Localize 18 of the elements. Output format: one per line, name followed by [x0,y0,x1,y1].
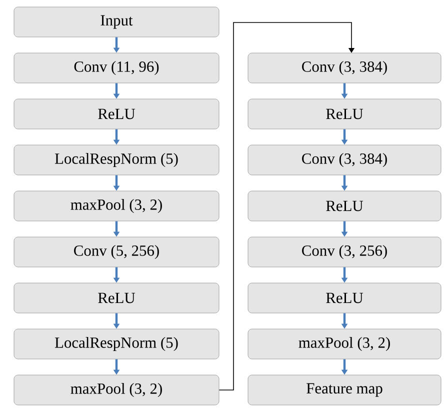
layer-box: ReLU [14,282,220,314]
layer-box: Conv (3, 384) [248,52,442,84]
layer-box: Conv (11, 96) [14,52,220,84]
layer-box: ReLU [248,98,442,130]
layer-box: Feature map [248,374,442,406]
layer-box: maxPool (3, 2) [14,374,220,406]
layer-box: Conv (3, 256) [248,236,442,268]
layer-box: Conv (5, 256) [14,236,220,268]
arrow [218,22,355,390]
layer-box: LocalRespNorm (5) [14,328,220,360]
layer-box: ReLU [14,98,220,130]
layer-box: ReLU [248,282,442,314]
layer-box: maxPool (3, 2) [14,190,220,222]
layer-box: ReLU [248,190,442,222]
layer-box: Conv (3, 384) [248,144,442,176]
layer-box: maxPool (3, 2) [248,328,442,360]
layer-box: Input [14,6,220,38]
layer-box: LocalRespNorm (5) [14,144,220,176]
